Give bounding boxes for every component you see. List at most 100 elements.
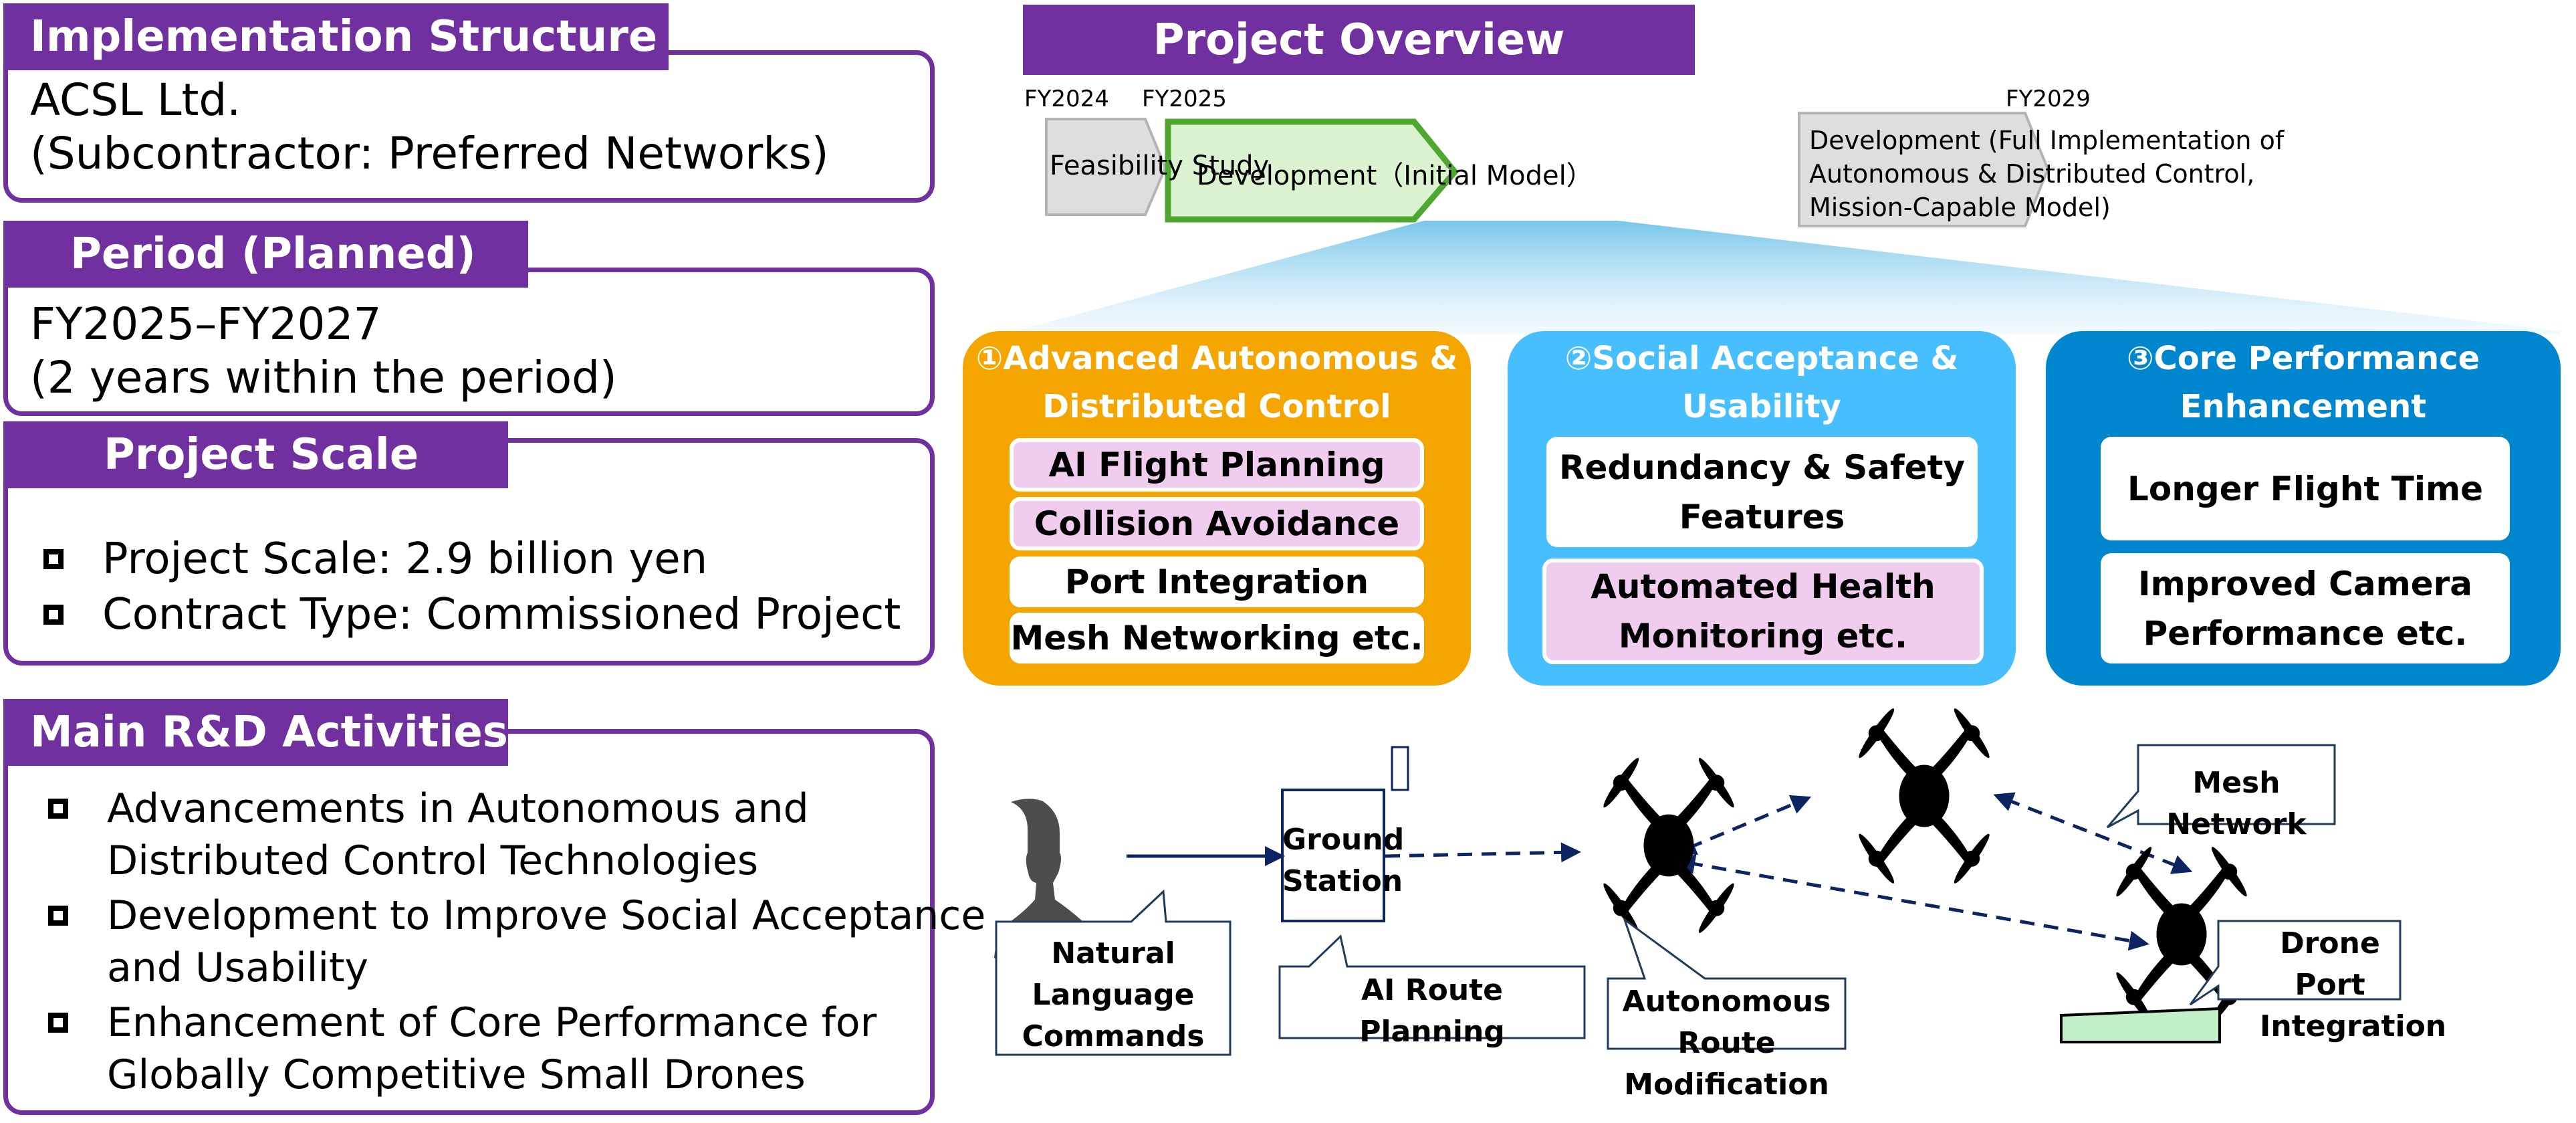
fan-shape [1003,221,2561,334]
category-title-line: ①Advanced Autonomous & [975,340,1458,377]
activities-header-label: Main R&D Activities [30,708,508,757]
category-title-line: ②Social Acceptance & [1564,340,1959,377]
item-mesh-networking: Mesh Networking etc. [1010,613,1424,663]
activity-line: Advancements in Autonomous and [107,785,809,832]
callout-line: Natural [1051,936,1175,971]
category-social-acceptance: ②Social Acceptance & Usability Redundanc… [1508,331,2016,686]
activity-line: Globally Competitive Small Drones [107,1051,806,1098]
item-improved-camera: Improved Camera Performance etc. [2101,553,2510,663]
activity-line: Development to Improve Social Acceptance [107,892,986,939]
drone-icon [1855,706,1993,886]
contract-bullet-text: Contract Type: Commissioned Project [102,590,901,639]
timeline-arrows [1045,112,2050,227]
callout-ai-route [1278,934,1586,1039]
implementation-subcontractor: (Subcontractor: Preferred Networks) [30,128,829,179]
period-range: FY2025–FY2027 [30,298,382,350]
phase-initial-label: Development（Initial Model） [1197,161,1593,191]
category-title: ①Advanced Autonomous & Distributed Contr… [963,334,1471,431]
checkbox-square-icon [48,799,68,819]
item-line: Improved Camera [2137,564,2473,603]
checkbox-square-icon [43,549,64,569]
callout-autonomous-route [1607,916,1847,1050]
callout-line: Autonomous Route [1622,985,1831,1060]
callout-line: Planning [1359,1015,1505,1049]
mesh-network-label: Mesh Network [2138,762,2335,845]
activity-item: Development to Improve Social Acceptance… [48,890,985,994]
category-core-performance: ③Core Performance Enhancement Longer Fli… [2046,331,2561,686]
activity-line: Distributed Control Technologies [107,837,759,884]
callout-line: Commands [1022,1019,1205,1053]
phase-full-arrow [1798,112,2050,227]
mesh-link-1-3 [1675,853,2149,951]
item-redundancy-safety: Redundancy & Safety Features [1546,437,1978,547]
category-title-line: Enhancement [2180,388,2427,425]
item-line: Features [1679,497,1845,536]
ground-station-label: Ground Station [1282,819,1405,902]
phase-initial-arrow [1165,118,1459,223]
activities-header: Main R&D Activities [3,699,508,766]
checkbox-square-icon [43,605,64,625]
item-longer-flight-time: Longer Flight Time [2101,437,2510,540]
ground-station-line: Ground [1282,823,1405,857]
contract-bullet: Contract Type: Commissioned Project [43,589,901,641]
checkbox-square-icon [48,1013,68,1033]
scale-bullet: Project Scale: 2.9 billion yen [43,533,707,585]
callout-line: AI Route [1361,973,1504,1007]
implementation-org: ACSL Ltd. [30,74,241,126]
item-line: Longer Flight Time [2127,469,2483,508]
callout-line: Modification [1624,1067,1829,1102]
category-title-line: ③Core Performance [2126,340,2480,377]
category-autonomous-control: ①Advanced Autonomous & Distributed Contr… [963,331,1471,686]
callout-natural-language [995,889,1232,1056]
activity-line: Enhancement of Core Performance for [107,999,877,1046]
phase-feasibility-label: Feasibility Study [1050,150,1270,181]
callout-line: Integration [2260,1009,2447,1043]
drone-icon [1600,755,1738,936]
phase-full-line: Mission-Capable Model) [1809,193,2111,222]
callout-line: Drone Port [2280,926,2380,1002]
ground-station-antenna [1391,746,1409,791]
callout-line: Mesh Network [2166,766,2307,841]
scale-header: Project Scale [3,421,508,488]
item-ai-flight-planning: AI Flight Planning [1010,438,1424,492]
item-port-integration: Port Integration [1010,556,1424,607]
ground-station-line: Station [1282,864,1403,898]
item-line: Performance etc. [2143,613,2468,653]
item-line: Monitoring etc. [1618,617,1908,655]
activities-box [3,729,935,1115]
phase-full-label: Development (Full Implementation of Auto… [1809,124,2284,224]
item-collision-avoidance: Collision Avoidance [1010,497,1424,550]
checkbox-square-icon [48,906,68,926]
mesh-link-2-3 [1993,792,2193,874]
autonomous-route-label: Autonomous Route Modification [1608,981,1845,1106]
period-note: (2 years within the period) [30,352,617,403]
period-box [3,268,935,416]
period-header: Period (Planned) [3,221,528,288]
fy-label-start: FY2024 [1024,86,1109,112]
phase-full-line: Development (Full Implementation of [1809,126,2285,155]
category-title: ②Social Acceptance & Usability [1508,334,2016,431]
fy-label-mid: FY2025 [1142,86,1227,112]
fy-label-end: FY2029 [2006,86,2091,112]
phase-full-line: Autonomous & Distributed Control, [1809,159,2255,189]
mesh-link-1-2 [1675,795,1812,855]
activity-line: and Usability [107,944,369,991]
drone-port-pad [2060,1007,2221,1043]
category-title-line: Distributed Control [1042,388,1391,425]
scale-header-label: Project Scale [104,430,419,480]
item-line: Redundancy & Safety [1558,447,1966,487]
overview-header: Project Overview [1023,5,1695,75]
drone-port-label: Drone Port Integration [2260,923,2447,1047]
category-title-line: Usability [1682,388,1841,425]
overview-header-label: Project Overview [1153,15,1565,65]
category-title: ③Core Performance Enhancement [2046,334,2561,431]
callout-drone-port [2189,920,2402,1006]
callout-line: Language [1032,978,1195,1012]
item-health-monitoring: Automated Health Monitoring etc. [1542,558,1984,664]
natural-language-label: Natural Language Commands [996,933,1230,1057]
period-header-label: Period (Planned) [70,229,476,279]
